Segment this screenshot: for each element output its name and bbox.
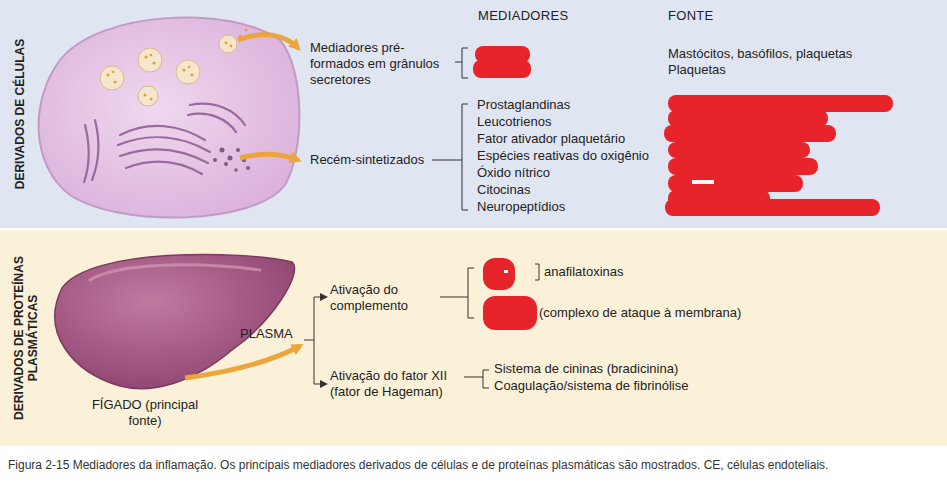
mediator-text: Neuropeptídios xyxy=(477,199,565,215)
organ-label: FÍGADO (principal fonte) xyxy=(90,397,200,429)
column-header: FONTE xyxy=(668,8,714,24)
group-label: Recém-sintetizados xyxy=(310,152,424,168)
mediator-text: Espécies reativas do oxigênio xyxy=(477,148,649,164)
figure-caption: Figura 2-15 Mediadores da inflamação. Os… xyxy=(8,458,938,473)
plasma-label: PLASMA xyxy=(240,326,293,342)
redaction xyxy=(483,258,537,330)
source-text: Plaquetas xyxy=(668,62,726,78)
redaction xyxy=(473,46,893,216)
liver-drawing xyxy=(55,254,300,388)
band-title: DERIVADOS DE CÉLULAS xyxy=(13,39,27,189)
mediator-text: Fator ativador plaquetário xyxy=(477,131,625,147)
pathway-label: Ativação do complemento xyxy=(330,282,440,314)
mediator-text: (complexo de ataque à membrana) xyxy=(539,305,741,321)
mediator-text: Óxido nítrico xyxy=(477,165,550,181)
column-header: MEDIADORES xyxy=(478,8,568,24)
pathway-label: Ativação do fator XII (fator de Hageman) xyxy=(330,368,468,400)
mediator-text: Prostaglandinas xyxy=(477,97,570,113)
mediator-text: Citocinas xyxy=(477,182,530,198)
bracket xyxy=(432,48,468,210)
band-title: DERIVADOS DE PROTEÍNAS PLASMÁTICAS xyxy=(12,243,40,433)
mediator-text: anafilatoxinas xyxy=(544,264,624,280)
mediator-text: Leucotrienos xyxy=(477,114,551,130)
source-text: Mastócitos, basófilos, plaquetas xyxy=(668,46,852,62)
mediator-text: Sistema de cininas (bradicinina) xyxy=(494,361,678,377)
mediator-text: Coagulação/sistema de fibrinólise xyxy=(494,378,688,394)
group-label: Mediadores pré-formados em grânulos secr… xyxy=(310,40,455,88)
cell-drawing xyxy=(39,17,300,217)
